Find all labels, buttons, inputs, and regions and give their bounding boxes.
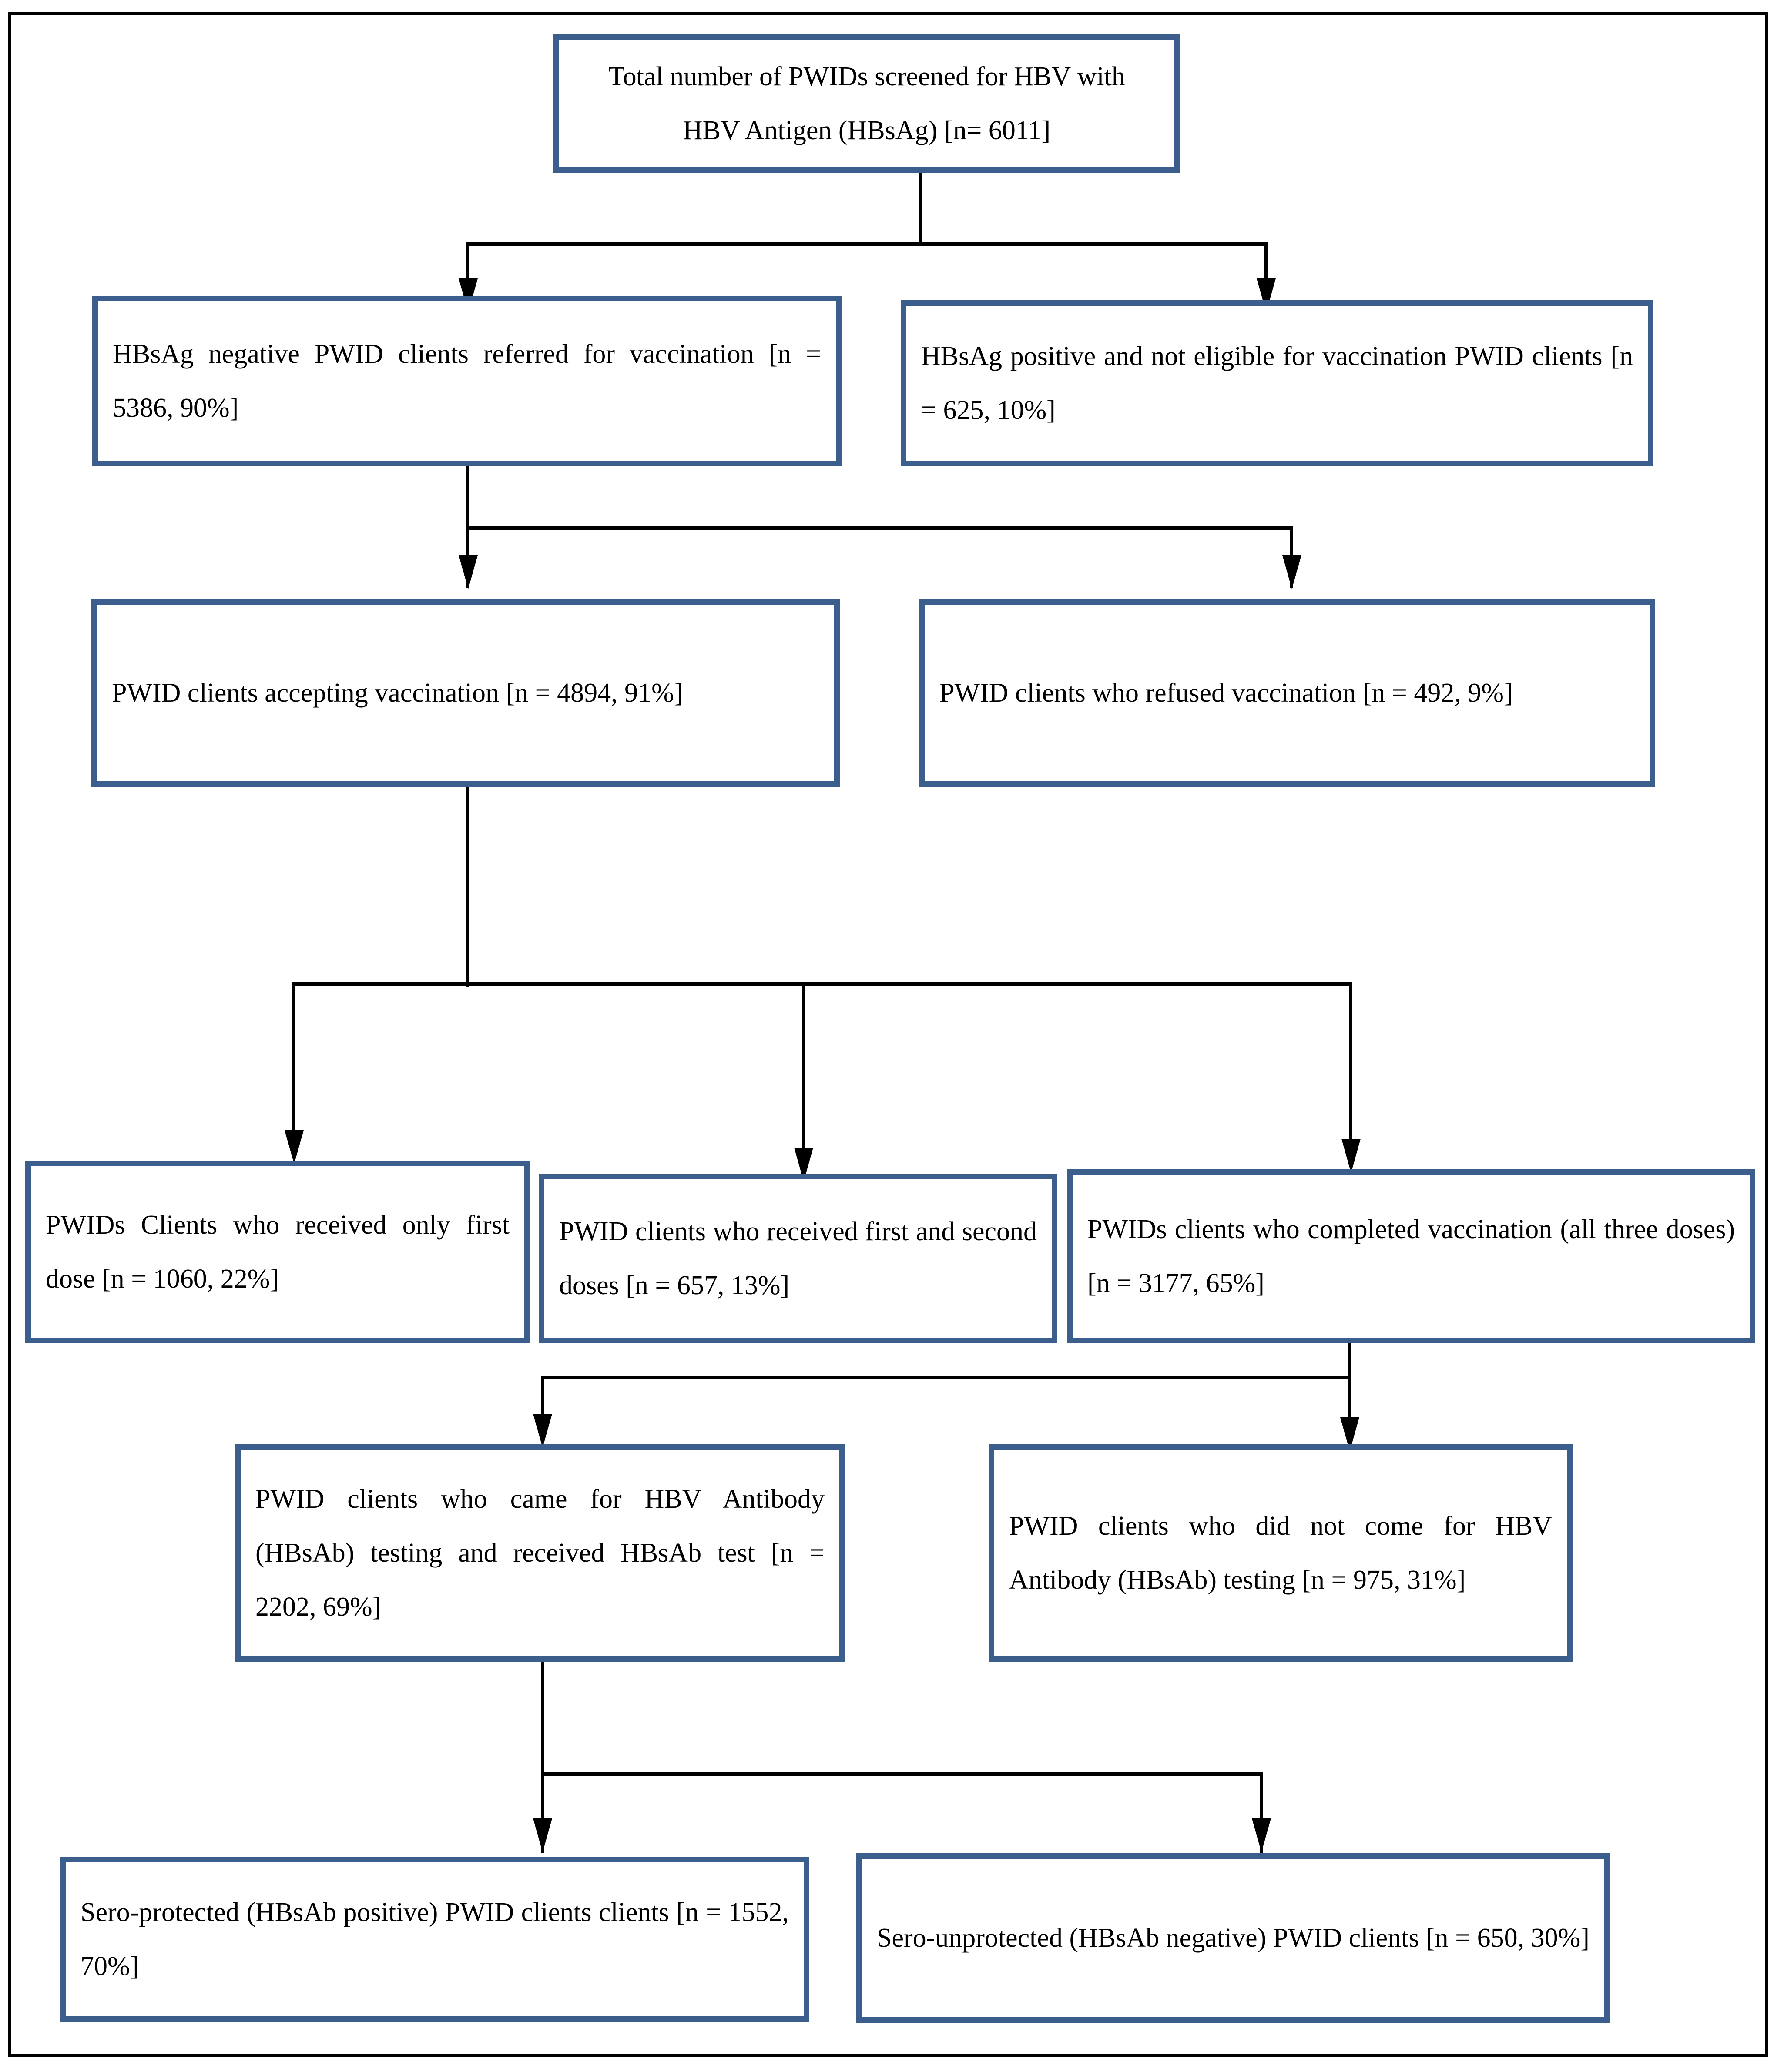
edge-completed-to-came-drop [541,1376,544,1437]
edge-came-stem [541,1640,544,1776]
node-refused-vaccination: PWID clients who refused vaccination [n … [919,599,1655,787]
node-completed-vaccination-text: PWIDs clients who completed vaccination … [1087,1215,1735,1298]
node-hbsag-negative: HBsAg negative PWID clients referred for… [92,296,842,466]
node-accepting-vaccination: PWID clients accepting vaccination [n = … [91,599,840,787]
edge-accepting-stem [466,787,469,987]
edge-screened-bus [468,242,1268,246]
node-accepting-vaccination-text: PWID clients accepting vaccination [n = … [112,678,683,708]
edge-came-to-unprotected-drop [1260,1772,1263,1853]
edge-completed-stem [1348,1343,1351,1405]
node-refused-vaccination-text: PWID clients who refused vaccination [n … [939,678,1513,708]
arrow-negative-to-refused [1282,555,1301,589]
node-hbsag-positive-text: HBsAg positive and not eligible for vacc… [921,341,1633,425]
node-came-for-hbsab-testing-text: PWID clients who came for HBV Antibody (… [255,1484,825,1622]
edge-accepting-bus [292,982,1352,986]
node-came-for-hbsab-testing: PWID clients who came for HBV Antibody (… [235,1444,845,1662]
edge-accepting-to-completed-drop [1349,982,1352,1162]
edge-accepting-to-first-drop [292,982,295,1153]
arrow-came-to-sero-protected [533,1818,552,1852]
node-hbsag-positive: HBsAg positive and not eligible for vacc… [901,300,1653,466]
edge-completed-bus [541,1376,1351,1379]
node-completed-vaccination: PWIDs clients who completed vaccination … [1067,1169,1755,1343]
edge-came-to-protected-drop [541,1772,544,1853]
edge-screened-stem [919,173,922,244]
node-first-and-second-dose: PWID clients who received first and seco… [539,1174,1057,1343]
arrow-accepting-to-completed [1341,1139,1361,1173]
arrow-negative-to-accepting [459,555,478,589]
edge-screened-to-positive-drop [1264,242,1268,286]
node-screened-text: Total number of PWIDs screened for HBV w… [559,50,1174,157]
node-screened-line2: HBV Antigen (HBsAg) [n= 6011] [683,116,1051,145]
node-sero-unprotected-text: Sero-unprotected (HBsAb negative) PWID c… [877,1923,1590,1953]
node-sero-protected: Sero-protected (HBsAb positive) PWID cli… [60,1857,809,2022]
node-did-not-come-for-hbsab-testing-text: PWID clients who did not come for HBV An… [1009,1511,1552,1595]
outer-border-frame [8,12,1768,2057]
edge-accepting-to-second-drop [802,982,805,1170]
node-screened-line1: Total number of PWIDs screened for HBV w… [608,62,1125,91]
arrow-accepting-to-first-dose [285,1130,304,1164]
edge-negative-bus [466,526,1293,530]
edge-negative-stem [466,466,469,529]
arrow-came-to-sero-unprotected [1252,1818,1271,1852]
arrow-completed-to-came-for-testing [533,1414,552,1448]
node-first-dose-only-text: PWIDs Clients who received only first do… [46,1210,510,1294]
node-sero-protected-text: Sero-protected (HBsAb positive) PWID cli… [80,1898,789,1981]
node-hbsag-negative-text: HBsAg negative PWID clients referred for… [113,339,821,423]
node-screened: Total number of PWIDs screened for HBV w… [553,34,1180,173]
node-sero-unprotected: Sero-unprotected (HBsAb negative) PWID c… [856,1853,1610,2023]
edge-came-bus [541,1772,1263,1776]
node-did-not-come-for-hbsab-testing: PWID clients who did not come for HBV An… [989,1444,1573,1662]
edge-completed-to-notcame-drop [1348,1376,1351,1442]
node-first-dose-only: PWIDs Clients who received only first do… [25,1161,530,1343]
edge-screened-to-negative-drop [466,242,469,286]
node-first-and-second-dose-text: PWID clients who received first and seco… [559,1217,1037,1300]
